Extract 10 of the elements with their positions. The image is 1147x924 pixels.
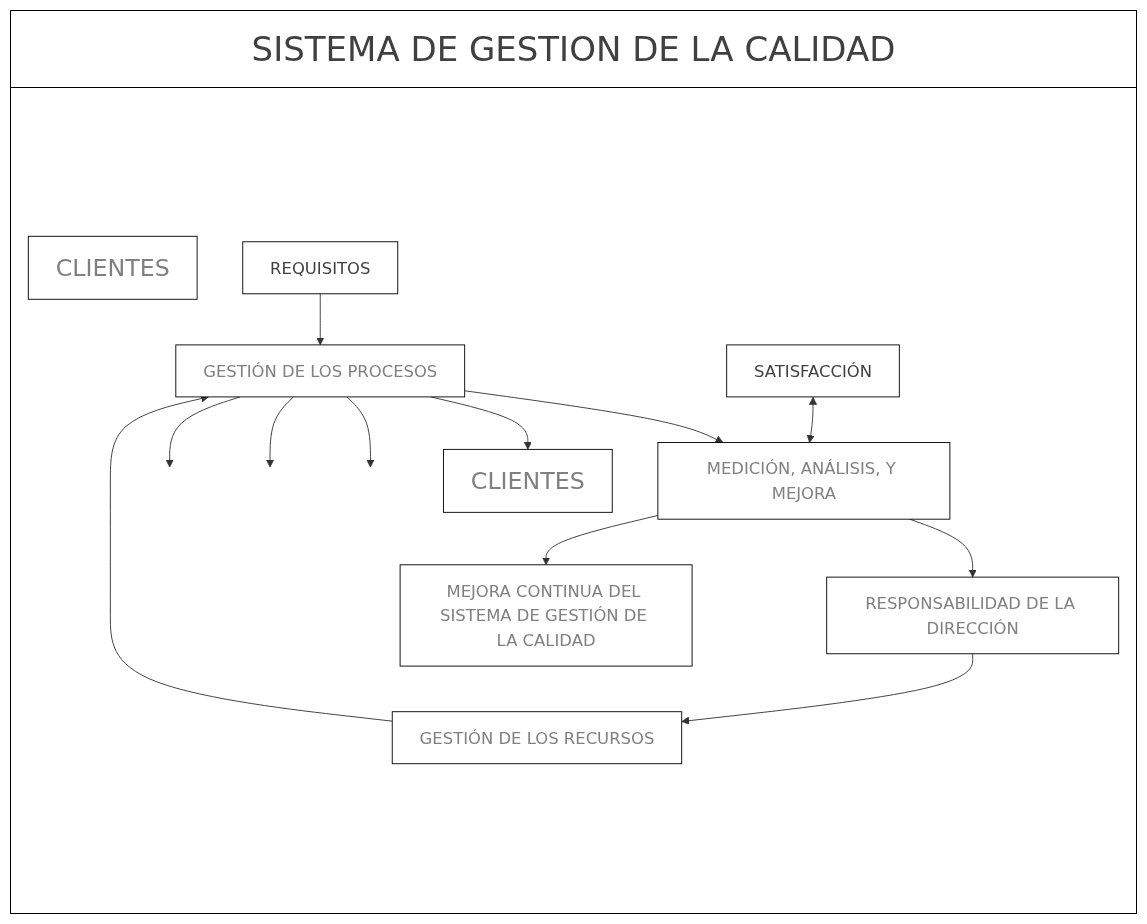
node-box: GESTIÓN DE LOS PROCESOS xyxy=(175,344,466,398)
node-box: GESTIÓN DE LOS RECURSOS xyxy=(391,711,683,765)
node-box: MEJORA CONTINUA DEL SISTEMA DE GESTIÓN DE LA CALIDAD xyxy=(399,564,693,668)
node-box: MEDICIÓN, ANÁLISIS, Y MEJORA xyxy=(657,442,951,521)
node-box: CLIENTES xyxy=(443,449,613,514)
node-box: SATISFACCIÓN xyxy=(726,344,900,398)
node-box: RESPONSABILIDAD DE LA DIRECCIÓN xyxy=(826,577,1120,655)
title: SISTEMA DE GESTION DE LA CALIDAD xyxy=(11,11,1136,88)
node-box: REQUISITOS xyxy=(242,241,399,295)
node-box: CLIENTES xyxy=(27,236,198,301)
